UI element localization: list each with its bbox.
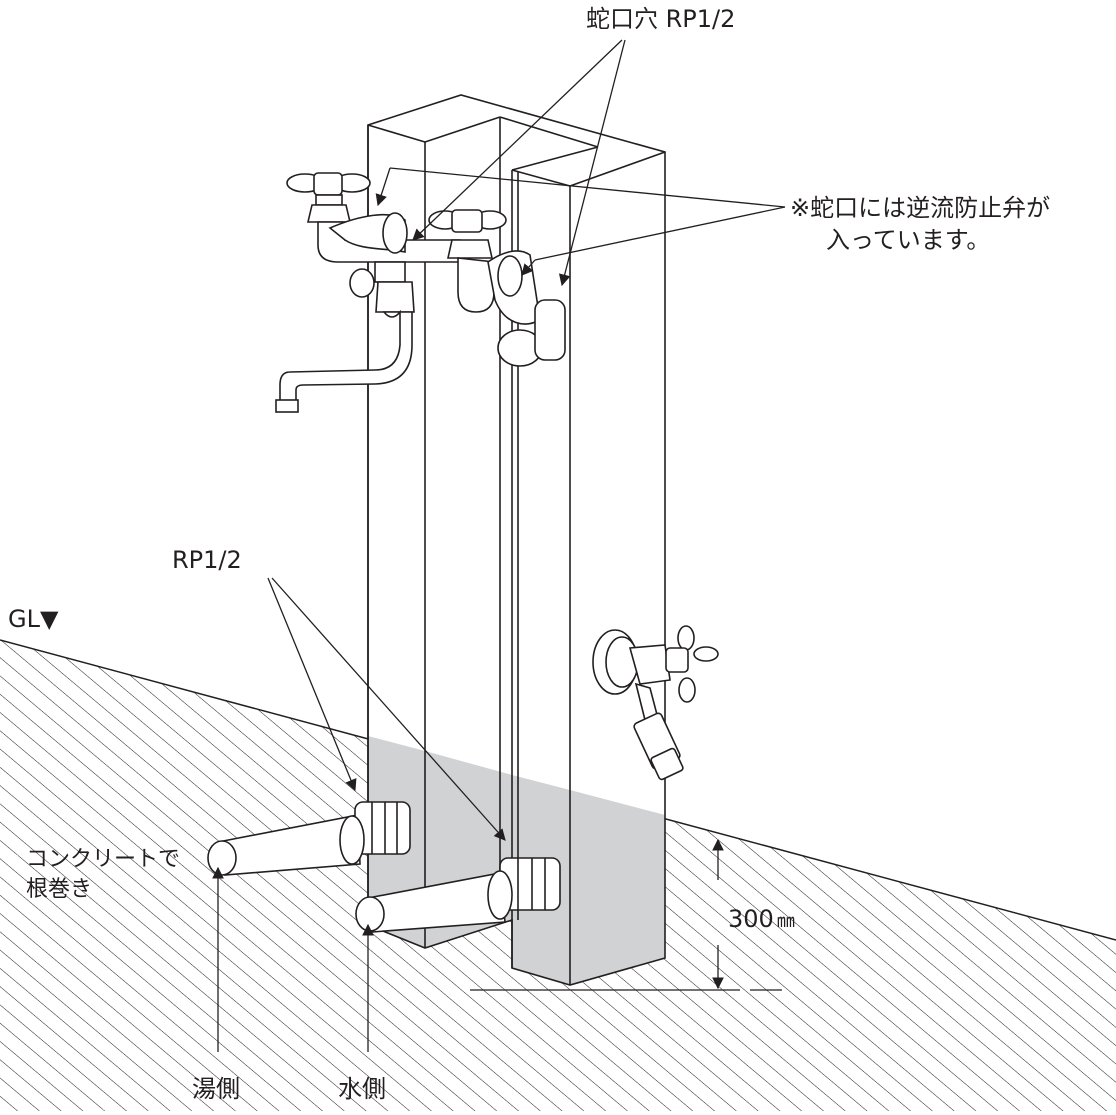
label-concrete-line1: コンクリートで (26, 847, 181, 872)
label-rp-lower: RP1/2 (172, 546, 242, 574)
label-note-line2: 入っています。 (826, 226, 991, 254)
pipe-cold (355, 857, 561, 933)
post-left (367, 94, 666, 986)
label-gl: GL▼ (8, 605, 59, 633)
depth-unit: ㎜ (776, 911, 795, 932)
faucet-side (592, 625, 719, 781)
label-cold-side: 水側 (338, 1075, 386, 1103)
leader-lines (212, 39, 786, 1052)
faucet-cold (428, 209, 566, 367)
pipe-hot (207, 801, 411, 876)
faucet-hot (275, 172, 461, 413)
label-faucet-hole: 蛇口穴 RP1/2 (586, 5, 736, 33)
label-hot-side: 湯側 (192, 1075, 240, 1103)
label-note-line1: ※蛇口には逆流防止弁が (790, 194, 1051, 222)
depth-value: 300 (728, 905, 774, 933)
label-concrete-line2: 根巻き (26, 877, 93, 902)
